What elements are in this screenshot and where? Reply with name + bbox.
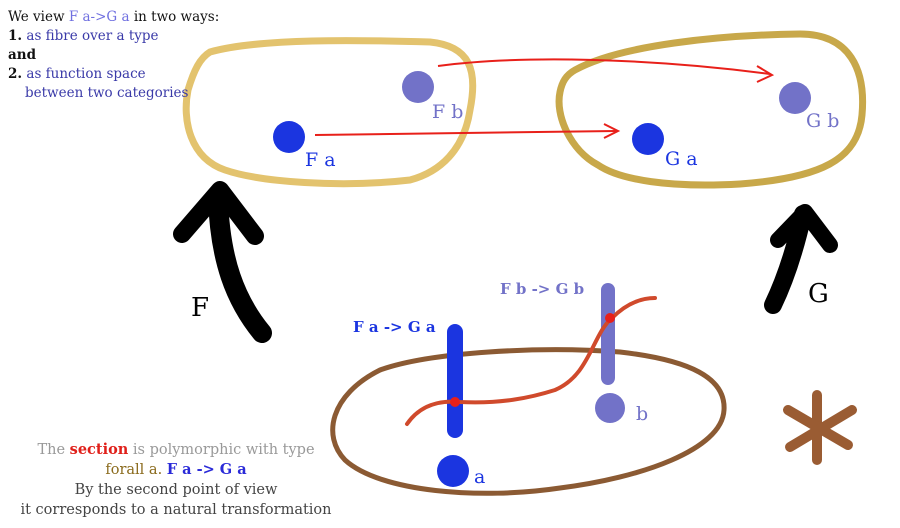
fibre-b-label: F b -> G b (500, 280, 585, 298)
intro-text: We view F a->G a in two ways: 1. as fibr… (8, 8, 219, 103)
item2-text: as function space (26, 66, 146, 82)
bottom-forall: forall a. (105, 462, 163, 478)
section-point-a (450, 397, 460, 407)
label-a: a (474, 466, 486, 488)
point-b (595, 393, 625, 423)
category-f-outline (182, 37, 477, 188)
label-gb: G b (806, 110, 840, 132)
bottom-line3: By the second point of view (74, 482, 278, 498)
mapping-arrow-a (314, 130, 617, 136)
mapping-arrow-b (437, 58, 771, 75)
item1-number: 1. (8, 28, 23, 44)
intro-expression: F a->G a (68, 9, 130, 25)
mapping-arrow-a-head (603, 123, 621, 139)
point-fb (402, 71, 434, 103)
label-fb: F b (432, 101, 464, 123)
label-b: b (636, 403, 649, 425)
intro-and: and (8, 47, 37, 63)
intro-prefix: We view (8, 9, 69, 25)
bottom-line1-end: is polymorphic with type (128, 442, 315, 458)
star-icon (783, 390, 857, 465)
point-fa (273, 121, 305, 153)
item2-number: 2. (8, 66, 23, 82)
type-outline (330, 347, 727, 496)
functor-g-label: G (808, 279, 829, 309)
item2-text-continued: between two categories (25, 85, 189, 101)
bottom-line4: it corresponds to a natural transformati… (20, 502, 332, 518)
functor-f-label: F (191, 293, 210, 323)
point-a (437, 455, 469, 487)
label-fa: F a (305, 149, 336, 171)
item1-text: as fibre over a type (26, 28, 159, 44)
fibre-a-label: F a -> G a (353, 318, 436, 336)
functor-f-arrow (173, 181, 272, 343)
functor-g-arrow (764, 204, 838, 314)
bottom-line1-start: The (37, 442, 70, 458)
section-point-b (605, 313, 615, 323)
category-g-outline (555, 30, 867, 189)
point-gb (779, 82, 811, 114)
point-ga (632, 123, 664, 155)
label-ga: G a (665, 148, 698, 170)
mapping-arrow-b-head (756, 65, 775, 83)
intro-suffix: in two ways: (129, 9, 220, 25)
bottom-explanation: The section is polymorphic with type for… (0, 440, 352, 520)
bottom-section-word: section (69, 441, 129, 458)
section-curve (405, 296, 657, 426)
bottom-type-expression: F a -> G a (166, 461, 247, 478)
